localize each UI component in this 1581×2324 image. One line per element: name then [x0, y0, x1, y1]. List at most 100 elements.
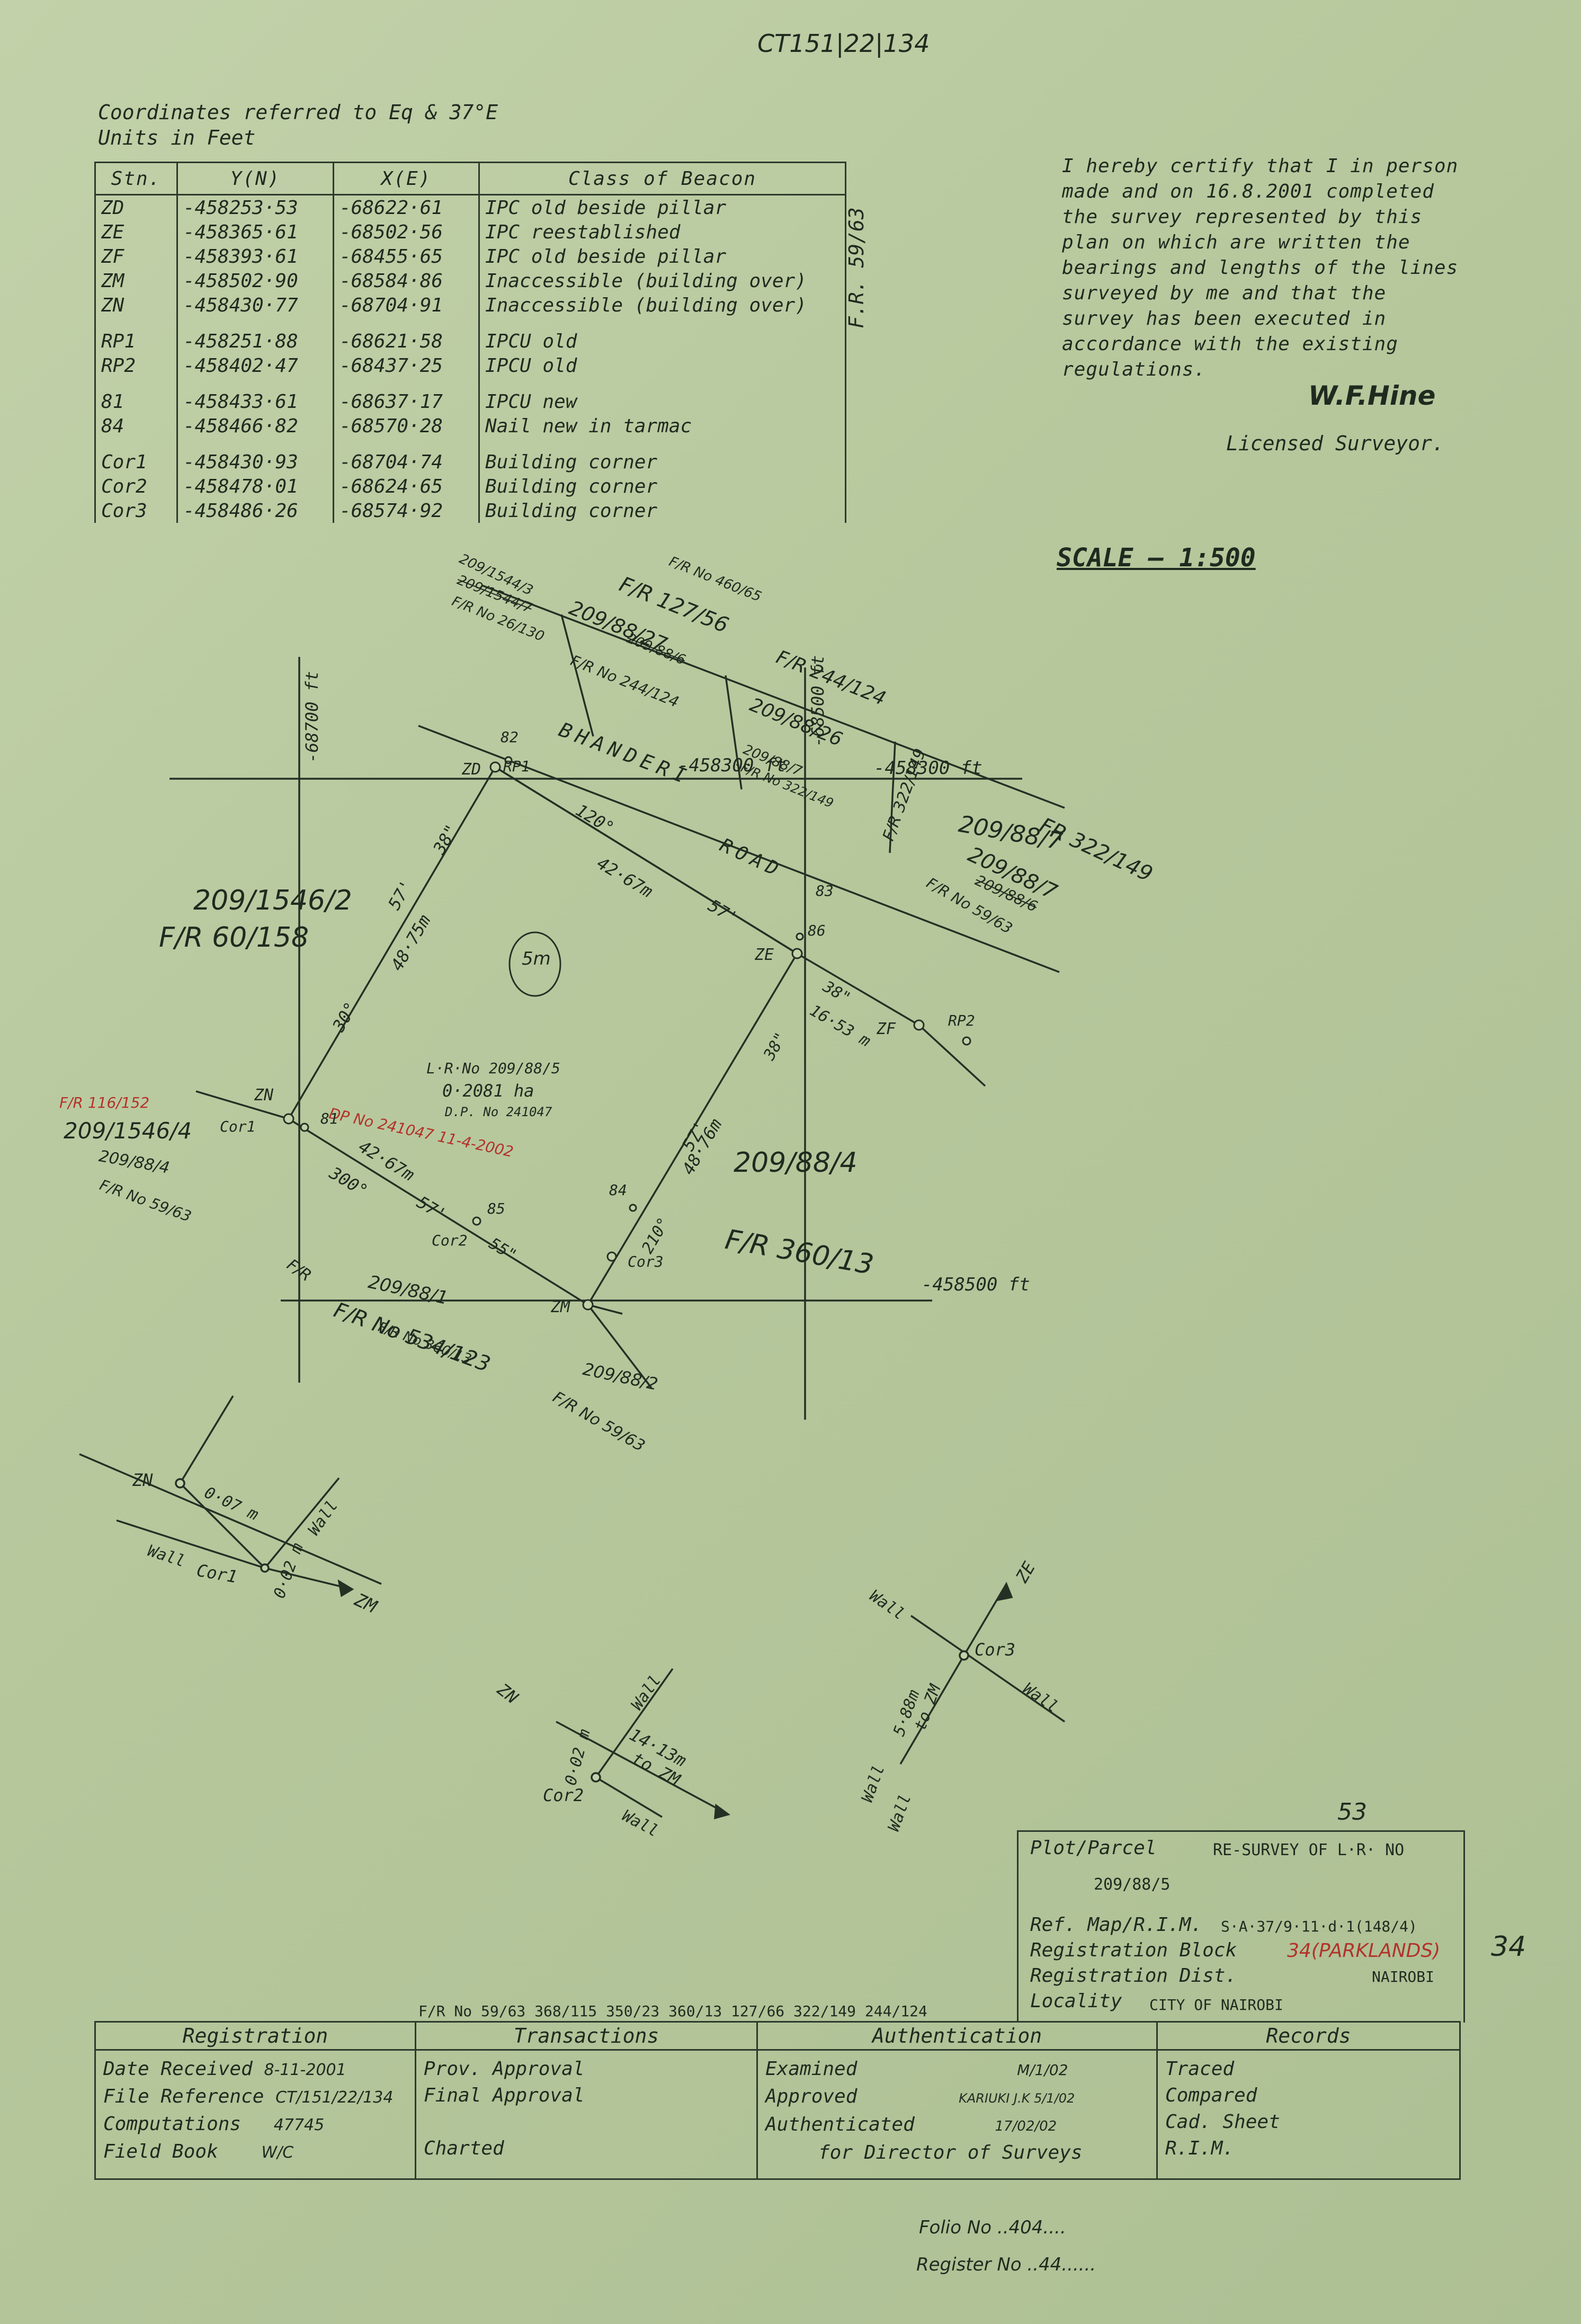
reg-header-authentication: Authentication: [756, 2021, 1158, 2051]
beacon-zn: [283, 1113, 294, 1125]
reg-header-records: Records: [1156, 2021, 1461, 2051]
refmap-value: S·A·37/9·11·d·1(148/4): [1221, 1918, 1417, 1935]
reg-records-cell: Traced Compared Cad. Sheet R.I.M.: [1156, 2050, 1460, 2179]
cell: IPC old beside pillar: [478, 244, 846, 269]
line-ze-zf: [797, 952, 919, 1026]
cell: ZD: [94, 194, 178, 220]
point-rp1: RP1: [503, 758, 530, 775]
inset-2: [556, 1668, 730, 1820]
cell: -458251·88: [176, 329, 334, 353]
reg-header-transactions: Transactions: [415, 2021, 758, 2051]
beacon-cor2: [472, 1216, 481, 1226]
inset3-pt2: Cor3: [975, 1640, 1016, 1660]
plot-label: Plot/Parcel: [1030, 1837, 1157, 1859]
cell: Building corner: [478, 498, 846, 523]
cell: -458402·47: [176, 353, 334, 378]
dist-label: Registration Dist.: [1030, 1965, 1237, 1987]
line-zm-ext: [587, 1304, 623, 1315]
trans-label: [424, 2109, 749, 2135]
cell: -458466·82: [176, 414, 334, 438]
certificate-line: surveyed by me and that the: [1062, 282, 1387, 304]
side-number: 34: [1491, 1931, 1526, 1963]
auth-row: Examined M/1/02: [765, 2056, 1149, 2083]
reg-header-registration: Registration: [94, 2021, 416, 2051]
parcel-area: 0·2081 ha: [442, 1081, 534, 1101]
surveyor-certificate: I hereby certify that I in person made a…: [1062, 154, 1539, 382]
cell: -458433·61: [176, 389, 334, 414]
certificate-line: bearings and lengths of the lines: [1062, 257, 1459, 279]
table-header-row: Stn. Y(N) X(E) Class of Beacon: [94, 162, 846, 195]
cell: IPC reestablished: [478, 220, 846, 244]
certificate-line: survey has been executed in: [1062, 308, 1387, 330]
parcel-dp: D.P. No 241047: [445, 1105, 552, 1119]
col-header-stn: Stn.: [94, 162, 178, 195]
beacon-86: [796, 932, 804, 941]
cell: IPCU new: [478, 389, 846, 414]
lot-line: [725, 675, 743, 790]
title-block: [1017, 1830, 1465, 2023]
reg-transactions-cell: Prov. Approval Final Approval Charted: [415, 2050, 757, 2179]
trans-label: Charted: [424, 2138, 504, 2159]
cell: IPCU old: [478, 329, 846, 353]
point-85: 85: [487, 1200, 505, 1217]
parcel-label-c-red: F/R 116/152: [59, 1094, 150, 1111]
cell: 81: [94, 389, 178, 414]
auth-row: Approved KARIUKI J.K 5/1/02: [765, 2083, 1149, 2112]
inset-3: [899, 1581, 1065, 1765]
fr-line: F/R No 59/63 368/115 350/23 360/13 127/6…: [418, 2002, 927, 2020]
point-cor1: Cor1: [220, 1118, 256, 1135]
cell: RP2: [94, 353, 178, 378]
folio-number: Folio No ..404....: [919, 2217, 1066, 2238]
grid-label-y1-right: -458300 ft: [874, 758, 982, 779]
certificate-line: I hereby certify that I in person: [1062, 155, 1459, 177]
cell: -68704·74: [333, 450, 480, 474]
cell: -68704·91: [333, 293, 480, 317]
certificate-line: plan on which are written the: [1062, 231, 1410, 253]
cell: Building corner: [478, 450, 846, 474]
cell: Inaccessible (building over): [478, 269, 846, 293]
table-units: Units in Feet: [98, 126, 256, 149]
point-zn: ZN: [254, 1086, 274, 1105]
circle-mark: [508, 931, 561, 997]
reg-label: File Reference: [103, 2086, 264, 2107]
cell: -68455·65: [333, 244, 480, 269]
cell: Cor2: [94, 474, 178, 498]
cell: IPC old beside pillar: [478, 194, 846, 220]
reg-authentication-cell: Examined M/1/02 Approved KARIUKI J.K 5/1…: [756, 2050, 1157, 2179]
certificate-line: regulations.: [1062, 359, 1207, 380]
surveyor-label: Licensed Surveyor.: [1226, 432, 1444, 455]
cell: Building corner: [478, 474, 846, 498]
reg-label: Computations: [103, 2113, 242, 2135]
inset2-pt2: Cor2: [543, 1785, 584, 1805]
point-83: 83: [816, 882, 834, 900]
point-cor3: Cor3: [628, 1253, 664, 1270]
point-86: 86: [808, 922, 826, 939]
cell: Nail new in tarmac: [478, 414, 846, 438]
parcel-lr: L·R·No 209/88/5: [426, 1059, 560, 1077]
trans-label: Prov. Approval: [424, 2058, 585, 2080]
point-rp2: RP2: [948, 1012, 975, 1029]
records-label: Compared: [1165, 2085, 1257, 2106]
circle-mark-label: 5m: [522, 948, 551, 969]
title-block-number: 53: [1337, 1798, 1367, 1826]
road-boundary-north: [418, 725, 1060, 973]
point-82: 82: [501, 728, 519, 746]
cell: ZE: [94, 220, 178, 244]
grid-label-y2: -458500 ft: [922, 1274, 1030, 1295]
auth-value: M/1/02: [1017, 2061, 1068, 2079]
reg-value: CT/151/22/134: [275, 2088, 394, 2107]
auth-label: Authenticated: [765, 2114, 915, 2135]
inset1-pt1: ZN: [132, 1470, 153, 1490]
auth-value: 17/02/02: [995, 2118, 1057, 2134]
beacon-zf: [913, 1019, 925, 1031]
auth-label: Approved: [765, 2086, 858, 2107]
grid-label-x1: -68700 ft: [302, 671, 322, 763]
parcel-label-b: 209/88/4: [734, 1147, 858, 1179]
